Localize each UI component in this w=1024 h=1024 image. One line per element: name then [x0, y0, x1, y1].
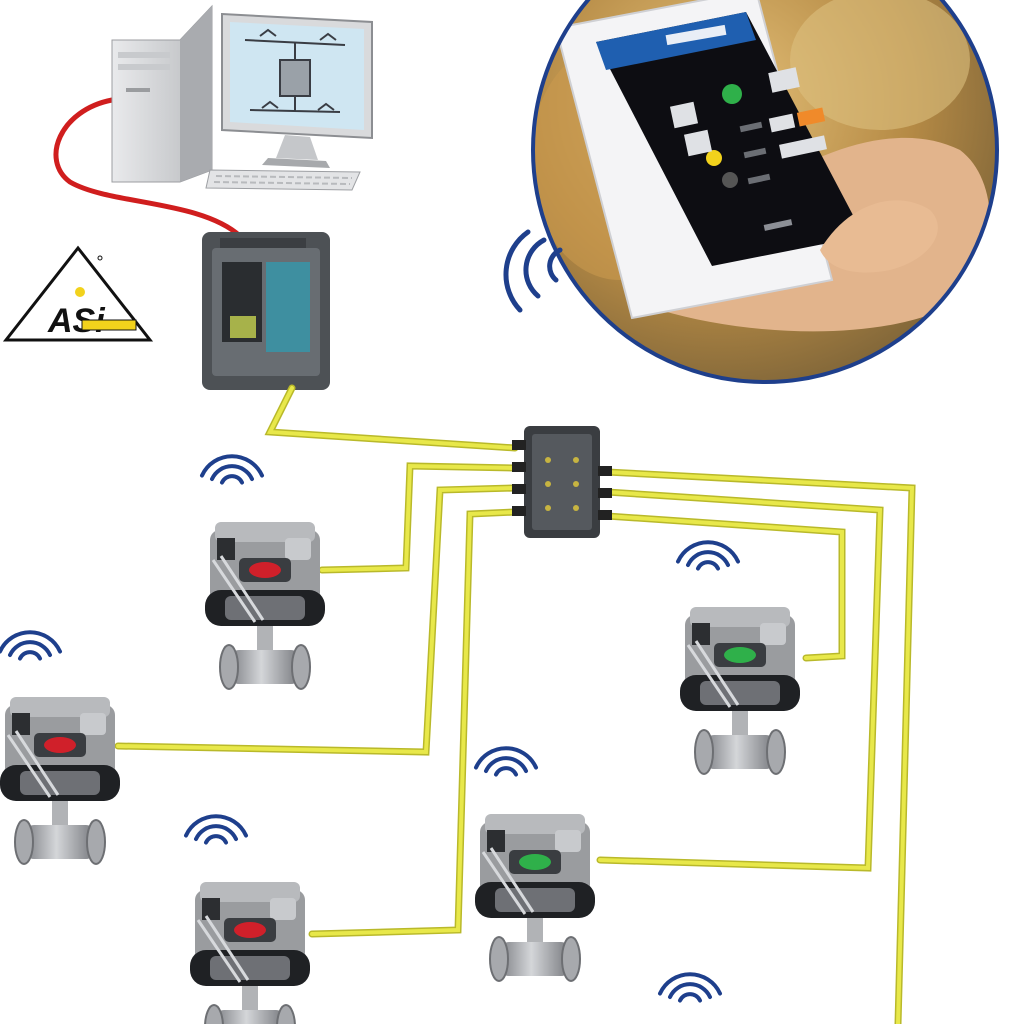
valve-actuator-icon[interactable] [190, 882, 310, 1024]
asi-logo: ASi [2, 245, 154, 342]
valve-status-led [44, 737, 76, 753]
valve-actuator-icon[interactable] [205, 522, 325, 690]
wifi-signal-icon [0, 630, 62, 661]
wifi-signal-icon [658, 972, 722, 1003]
computer-cable [53, 97, 243, 239]
valve-status-led [249, 562, 281, 578]
valve-actuator-icon[interactable] [0, 697, 120, 865]
wifi-signal-icon [503, 229, 563, 313]
wifi-signal-icon [200, 454, 264, 485]
valve-status-led [724, 647, 756, 663]
valve-actuator-icon[interactable] [680, 607, 800, 775]
valve-status-led [519, 854, 551, 870]
valve-status-led [234, 922, 266, 938]
smartphone-icon [554, 0, 864, 320]
asi-gateway-icon [202, 232, 330, 390]
wifi-signal-icon [184, 814, 248, 845]
passive-distributor-icon [512, 426, 612, 538]
wifi-layer [0, 454, 740, 1003]
valve-actuator-icon[interactable] [475, 814, 595, 982]
asi-cable-network [114, 384, 916, 1024]
wifi-signal-icon [676, 540, 740, 571]
smartphone-inset [531, 0, 999, 384]
phone-app-controls[interactable] [669, 67, 827, 231]
wifi-signal-icon [474, 746, 538, 777]
valves-layer [0, 522, 800, 1024]
desktop-computer-icon [111, 4, 373, 191]
